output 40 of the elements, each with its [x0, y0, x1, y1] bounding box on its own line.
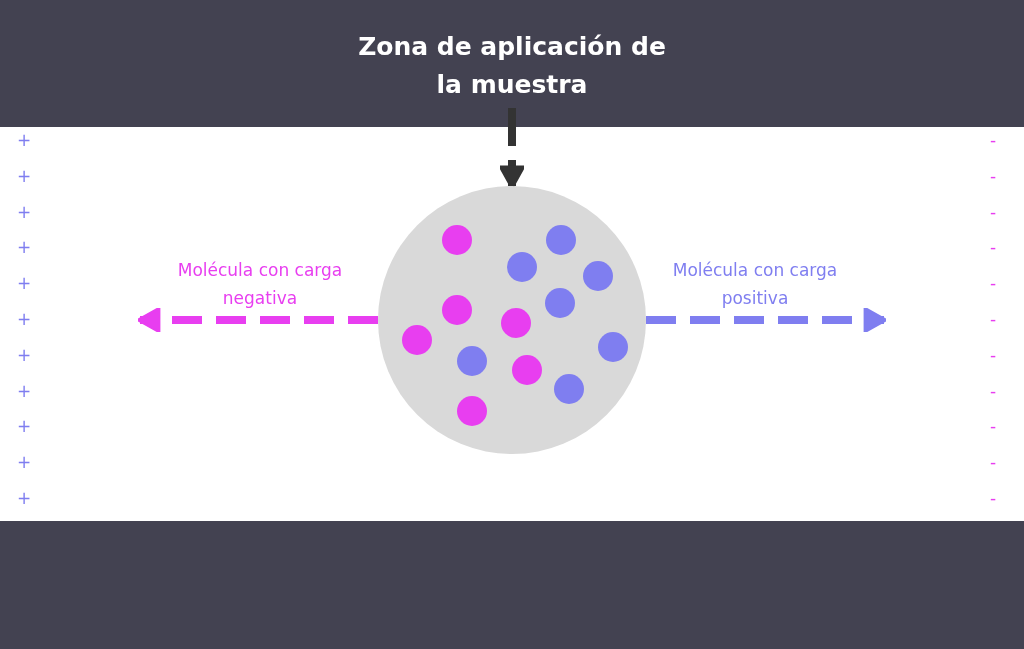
arrow [136, 306, 378, 334]
plus-sign: + [17, 165, 32, 186]
edge-label: Molécula con carga negativa [176, 259, 344, 310]
molecule-dot [457, 346, 487, 376]
plus-sign: + [17, 416, 32, 437]
minus-sign: - [990, 201, 997, 222]
minus-sign: - [990, 237, 997, 258]
molecule-dot [545, 288, 575, 318]
plus-sign: + [17, 452, 32, 473]
molecule-dot [554, 374, 584, 404]
molecule-dot [501, 308, 531, 338]
molecule-dot [442, 295, 472, 325]
edge-label: Molécula con carga positiva [671, 259, 839, 310]
minus-sign: - [990, 130, 997, 150]
minus-sign: - [990, 309, 997, 329]
molecule-dot [457, 396, 487, 426]
plus-sign: + [17, 237, 32, 258]
molecule-dot [512, 355, 542, 385]
minus-sign: - [990, 416, 997, 437]
molecule-dot [598, 332, 628, 362]
plus-sign: + [17, 488, 32, 508]
arrow [646, 306, 888, 334]
minus-sign: - [990, 488, 997, 508]
plus-sign: + [17, 130, 32, 150]
molecule-dot [546, 225, 576, 255]
plus-sign: + [17, 273, 32, 294]
plus-sign: + [17, 201, 32, 222]
molecule-dot [507, 252, 537, 282]
molecule-dot [442, 225, 472, 255]
plus-sign: + [17, 344, 32, 365]
plus-sign: + [17, 309, 32, 329]
title-text: Zona de aplicación de la muestra [352, 28, 672, 104]
plus-sign: + [17, 380, 32, 401]
minus-sign: - [990, 344, 997, 365]
minus-sign: - [990, 452, 997, 473]
minus-sign: - [990, 165, 997, 186]
minus-sign: - [990, 273, 997, 294]
molecule-dot [583, 261, 613, 291]
minus-sign: - [990, 380, 997, 401]
molecule-dot [402, 325, 432, 355]
